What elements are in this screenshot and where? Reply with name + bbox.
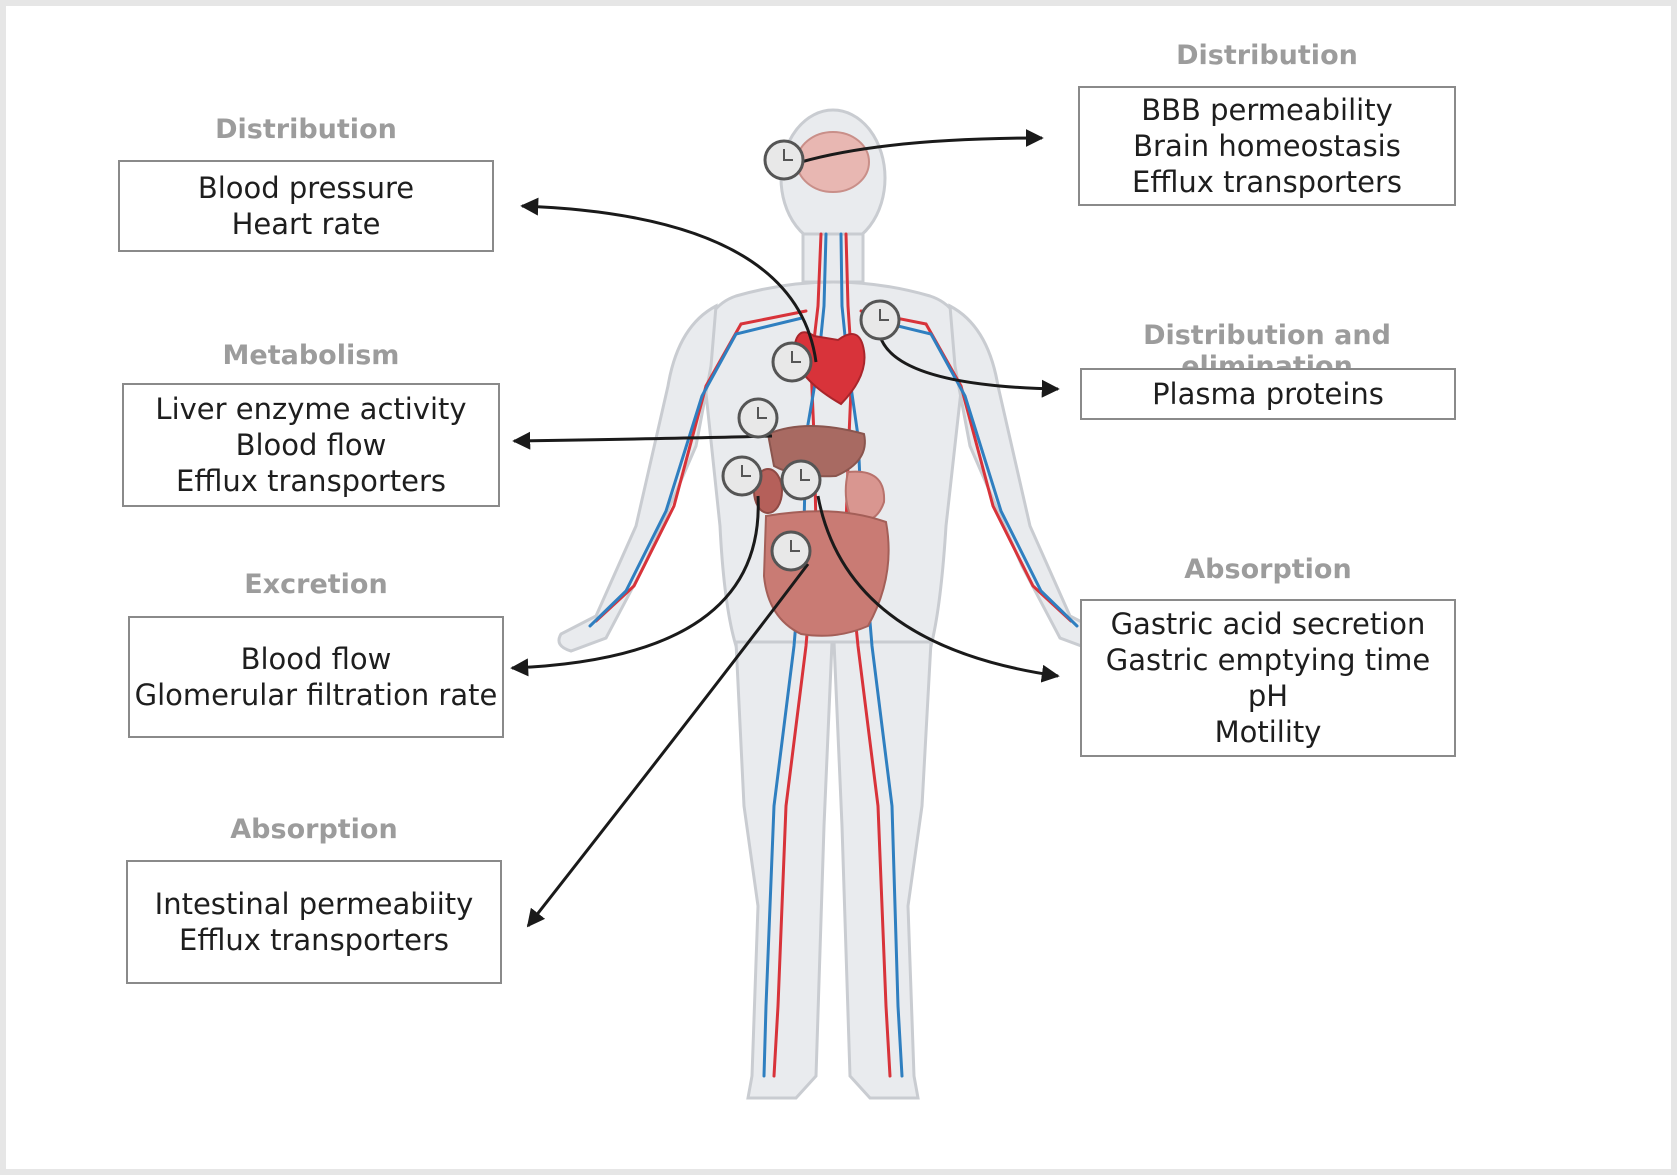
brain — [797, 132, 869, 192]
callout-line: Glomerular filtration rate — [135, 677, 498, 713]
callout-line: Liver enzyme activity — [155, 391, 466, 427]
callout-line: Efflux transporters — [179, 922, 449, 958]
clock-icon — [782, 461, 820, 499]
callout-line: Efflux transporters — [1132, 164, 1402, 200]
callout-line: Blood flow — [236, 427, 387, 463]
callout-line: Blood pressure — [198, 170, 414, 206]
neck — [803, 234, 863, 282]
callout-box-stomach: Gastric acid secretion Gastric emptying … — [1080, 599, 1456, 757]
callout-line: Heart rate — [232, 206, 381, 242]
right-leg — [834, 642, 931, 1098]
callout-line: Gastric emptying time — [1106, 642, 1430, 678]
callout-box-brain: BBB permeability Brain homeostasis Efflu… — [1078, 86, 1456, 206]
left-arm — [559, 306, 716, 651]
clock-icon — [773, 343, 811, 381]
callout-line: BBB permeability — [1141, 92, 1393, 128]
callout-box-plasma: Plasma proteins — [1080, 368, 1456, 420]
callout-box-heart: Blood pressure Heart rate — [118, 160, 494, 252]
callout-heading-stomach: Absorption — [1080, 554, 1456, 585]
callout-box-intestine: Intestinal permeabiity Efflux transporte… — [126, 860, 502, 984]
callout-line: Intestinal permeabiity — [155, 886, 474, 922]
callout-line: Motility — [1215, 714, 1322, 750]
callout-heading-kidney: Excretion — [128, 569, 504, 600]
human-body-illustration — [559, 110, 1107, 1098]
callout-box-liver: Liver enzyme activity Blood flow Efflux … — [122, 383, 500, 507]
callout-line: Plasma proteins — [1152, 376, 1384, 412]
callout-heading-intestine: Absorption — [126, 814, 502, 845]
clock-icon — [723, 457, 761, 495]
callout-line: Blood flow — [241, 641, 392, 677]
callout-line: Efflux transporters — [176, 463, 446, 499]
callout-line: Gastric acid secretion — [1111, 606, 1426, 642]
callout-box-kidney: Blood flow Glomerular filtration rate — [128, 616, 504, 738]
clock-icon — [739, 399, 777, 437]
clock-icon — [772, 532, 810, 570]
clock-icon — [861, 301, 899, 339]
callout-heading-brain: Distribution — [1078, 40, 1456, 71]
clock-icon — [765, 141, 803, 179]
callout-line: Brain homeostasis — [1133, 128, 1401, 164]
callout-heading-liver: Metabolism — [122, 340, 500, 371]
diagram-canvas: Distribution BBB permeability Brain home… — [6, 6, 1671, 1169]
callout-line: pH — [1248, 678, 1288, 714]
callout-heading-heart: Distribution — [118, 114, 494, 145]
